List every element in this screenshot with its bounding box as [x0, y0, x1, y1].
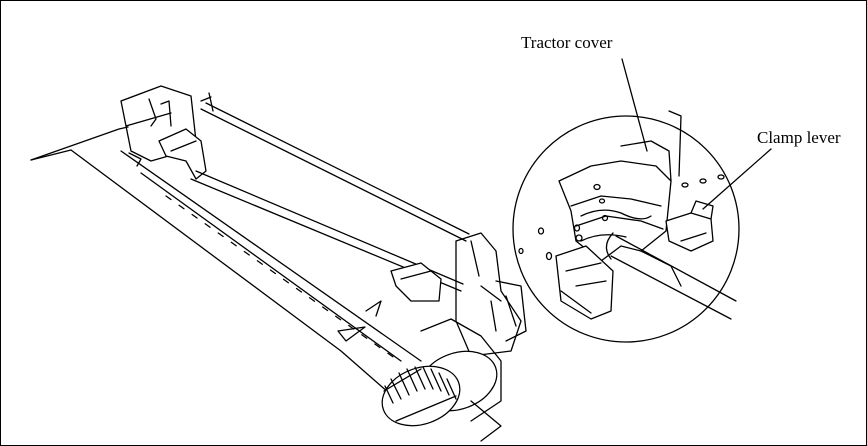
tractor-cover-leader	[621, 58, 648, 152]
tractor-cover-label: Tractor cover	[521, 33, 613, 52]
printer-body	[30, 126, 422, 422]
detail-zoom-circle	[512, 110, 740, 343]
clamp-lever-leader	[702, 148, 772, 210]
platen-knob	[381, 318, 502, 442]
tractor-unit	[120, 85, 527, 357]
clamp-lever-label: Clamp lever	[757, 128, 841, 147]
